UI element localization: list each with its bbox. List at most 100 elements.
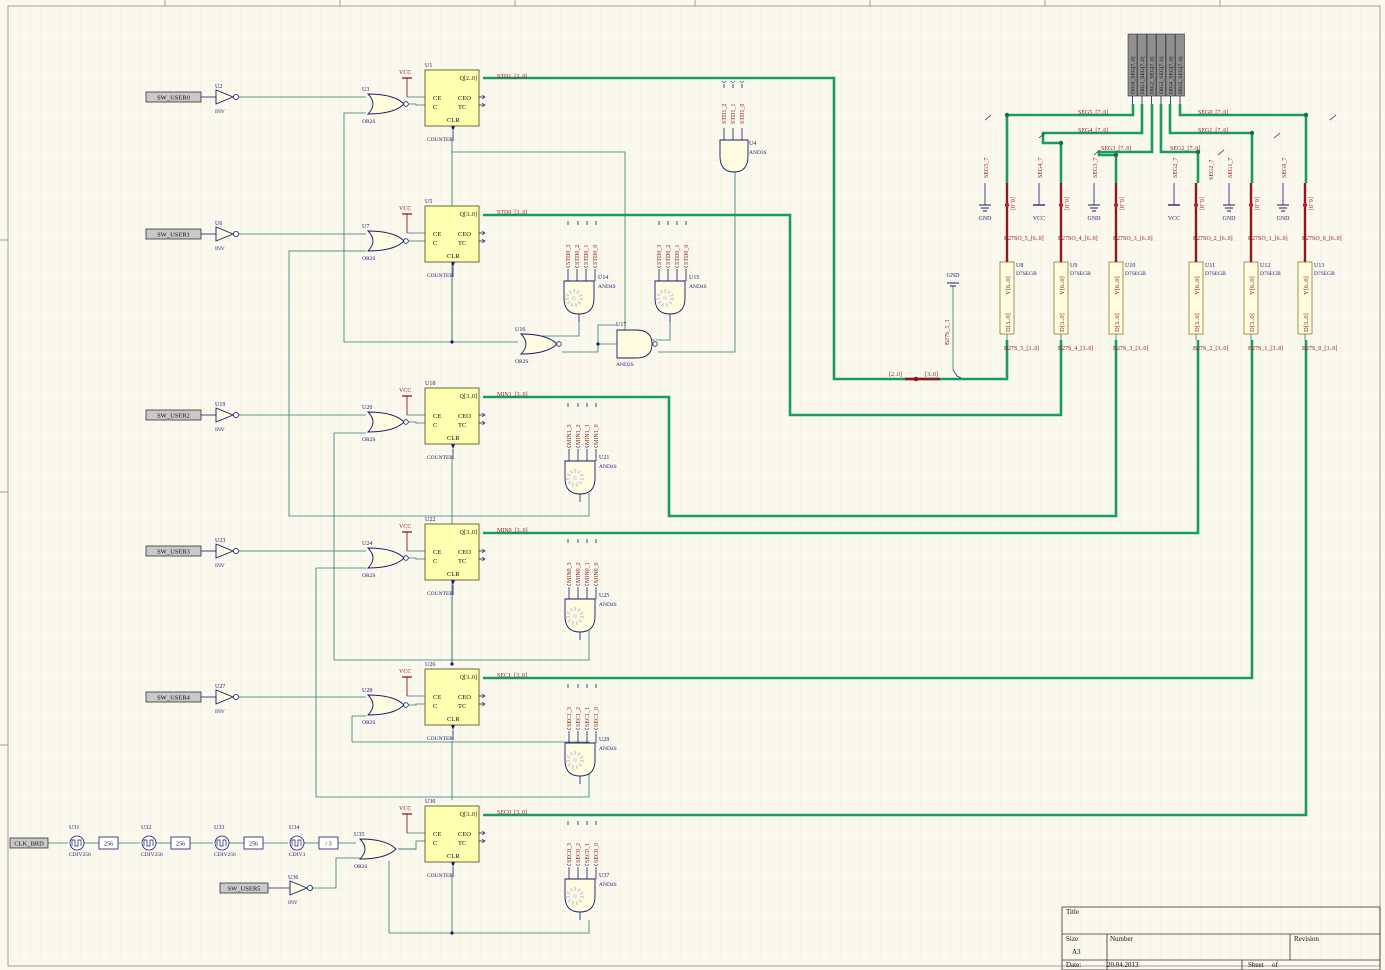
pin-arrow xyxy=(481,94,486,100)
pin-label: Y[6..0] xyxy=(1303,276,1310,295)
clock-symbol xyxy=(141,835,157,851)
junction-dot xyxy=(1113,202,1119,208)
bus xyxy=(1005,104,1135,183)
bus-label: STD1_[2..0] xyxy=(497,74,527,80)
and-gate xyxy=(654,280,686,315)
bus-entry xyxy=(583,265,589,268)
net-label: STD0_0 xyxy=(684,245,690,265)
ref-label: U25 xyxy=(599,593,609,599)
pin-label: D[3..0] xyxy=(1005,313,1012,332)
net-label: SEC1_0 xyxy=(594,707,600,727)
size-label: Size xyxy=(1066,935,1078,943)
net-label: MIN1_3 xyxy=(567,424,573,445)
bus-entry xyxy=(565,265,571,268)
type-label: AND4S xyxy=(689,284,707,290)
type-label: AND4S xyxy=(599,602,617,608)
net-label: MIN1_0 xyxy=(594,424,600,445)
title-label: Title xyxy=(1066,908,1079,916)
ref-label: U27 xyxy=(215,684,225,690)
pin-arrow xyxy=(481,830,486,836)
bus-entry xyxy=(1038,132,1046,139)
junction-dot xyxy=(1058,140,1064,146)
bus-entry xyxy=(683,265,689,268)
ref-label: U26 xyxy=(425,662,435,668)
input-port-label: SW_USER1 xyxy=(157,232,190,239)
date-label: Date: xyxy=(1066,961,1081,969)
title-block xyxy=(1061,906,1381,970)
pin-label: TC xyxy=(458,104,466,111)
wire xyxy=(333,432,590,661)
ref-label: U8 xyxy=(1016,263,1023,269)
net-label: B27S_3_[3..0] xyxy=(1113,346,1148,352)
pin-label: [6..0] xyxy=(1198,197,1204,210)
net-label: B27S_5_3 xyxy=(945,320,951,345)
bus-wires xyxy=(483,76,1308,817)
bus-entry xyxy=(1093,149,1101,156)
and-gate xyxy=(564,742,596,777)
type-label: AND4S xyxy=(599,746,617,752)
bus-label: SEG1_[7..0] xyxy=(1198,128,1228,134)
ref-label: U23 xyxy=(215,538,225,544)
pin-arrow xyxy=(481,838,486,844)
clock-symbol xyxy=(214,835,230,851)
type-label: CDIV256 xyxy=(69,852,91,858)
connector-label: DIG4_SEG[7..0] xyxy=(1169,56,1175,94)
bus-entry xyxy=(1217,149,1225,156)
net-label: STD0_2 xyxy=(575,245,581,265)
inverter xyxy=(289,880,309,896)
gear-icon xyxy=(565,289,583,307)
junction-dot xyxy=(913,376,919,382)
type-label: OR2S xyxy=(515,359,528,365)
divider-box xyxy=(98,836,119,850)
and-gate xyxy=(564,460,596,495)
bus-entry xyxy=(674,265,680,268)
inverter xyxy=(215,226,235,242)
pin-label: CLR xyxy=(447,117,460,124)
bus xyxy=(1159,104,1200,183)
pin-arrow xyxy=(481,230,486,236)
inverter-bubble xyxy=(306,885,313,892)
net-label: B27S_5_[3..0] xyxy=(1004,346,1039,352)
net-label: STD1_1 xyxy=(731,104,737,124)
and-gate-bubble xyxy=(652,341,658,347)
revision-label: Revision xyxy=(1294,935,1319,943)
pin-label: Q[3..0] xyxy=(460,675,477,681)
bus-entry xyxy=(575,727,581,730)
ref-label: U4 xyxy=(749,141,756,147)
bus-label: SEC0_[3..0] xyxy=(497,810,527,816)
bus xyxy=(483,76,1009,381)
bus-entry xyxy=(984,114,992,121)
pin-label: [6..0] xyxy=(1063,197,1069,210)
inverter-bubble xyxy=(232,94,239,101)
ref-label: U2 xyxy=(215,84,222,90)
net-label: STD0_1 xyxy=(675,245,681,265)
type-label: D7SEGB xyxy=(1125,271,1146,277)
divider-value: 256 xyxy=(104,842,113,848)
bus-label: SEG0_[7..0] xyxy=(1198,110,1228,116)
size-value: A3 xyxy=(1072,948,1081,956)
type-label: INV xyxy=(288,900,298,906)
net-label: [2..0] xyxy=(889,372,902,378)
connector-label: DIG3_SEG[7..0] xyxy=(1159,56,1165,94)
bus-entry xyxy=(593,863,599,866)
ref-label: U33 xyxy=(214,825,224,831)
type-label: AND4S xyxy=(599,882,617,888)
pin-label: [6..0] xyxy=(1307,197,1313,210)
net-label: SEG2_7 xyxy=(1173,158,1179,178)
bus-entry xyxy=(593,583,599,586)
power-label: VCC xyxy=(1033,216,1045,222)
power-label: GND xyxy=(1088,216,1102,222)
pin-label: [6..0] xyxy=(1009,197,1015,210)
ref-label: U37 xyxy=(599,873,609,879)
inverter-bubble xyxy=(232,694,239,701)
ref-label: U11 xyxy=(1205,263,1215,269)
ref-label: U34 xyxy=(289,825,299,831)
connector-label: DIG1_SEG[7..0] xyxy=(1140,56,1146,94)
counter xyxy=(424,205,480,263)
ref-label: U15 xyxy=(689,275,699,281)
bus-entry xyxy=(656,265,662,268)
input-port-label: SW_USER2 xyxy=(157,413,190,420)
type-label: D7SEGB xyxy=(1260,271,1281,277)
pin-label: D[3..0] xyxy=(1114,313,1121,332)
type-label: INV xyxy=(215,563,225,569)
